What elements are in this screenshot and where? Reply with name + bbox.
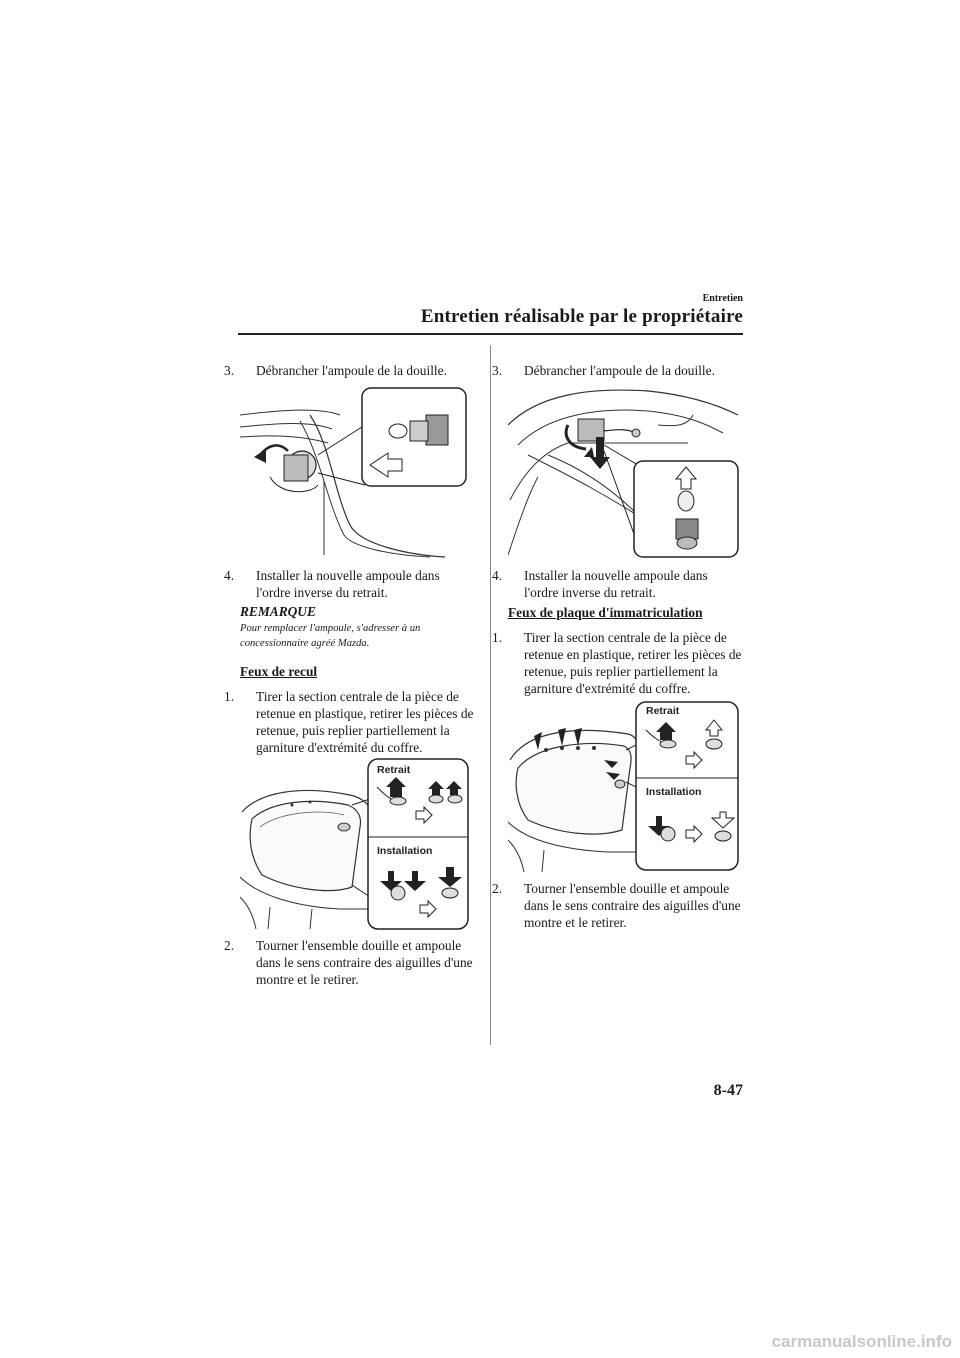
right-step-3: 3.Débrancher l'ampoule de la douille. <box>492 363 715 378</box>
column-divider <box>490 345 491 1045</box>
right-step-4: 4.Installer la nouvelle ampoule dans l'o… <box>492 568 708 600</box>
figure-label-retrait: Retrait <box>377 764 411 776</box>
figure-label-retrait: Retrait <box>646 705 680 717</box>
right-bulb-figure <box>508 385 740 560</box>
right-plaque-step-2: 2.Tourner l'ensemble douille et ampoule … <box>492 881 741 930</box>
left-step-4: 4.Installer la nouvelle ampoule dans l'o… <box>224 568 440 600</box>
heading-feux-de-recul: Feux de recul <box>240 664 318 679</box>
remarque-heading: REMARQUE <box>240 604 316 619</box>
left-bulb-figure <box>240 385 468 560</box>
figure-label-installation: Installation <box>646 786 701 798</box>
heading-plaque-immatriculation: Feux de plaque d'immatriculation <box>508 605 703 620</box>
left-trunk-figure: Retrait Installation <box>240 757 470 932</box>
left-recul-step-2: 2.Tourner l'ensemble douille et ampoule … <box>224 938 473 987</box>
remarque-text: Pour remplacer l'ampoule, s'adresser à u… <box>240 623 421 649</box>
page-title: Entretien réalisable par le propriétaire <box>420 306 743 327</box>
left-recul-step-1: 1.Tirer la section centrale de la pièce … <box>224 689 474 755</box>
figure-label-installation: Installation <box>377 845 432 857</box>
title-rule <box>238 333 743 335</box>
left-step-3: 3.Débrancher l'ampoule de la douille. <box>224 363 447 378</box>
section-label: Entretien <box>702 293 743 304</box>
right-trunk-figure: Retrait Installation <box>508 700 740 872</box>
watermark: carmanualsonline.info <box>771 1332 952 1351</box>
page-number: 8-47 <box>713 1082 743 1099</box>
right-plaque-step-1: 1.Tirer la section centrale de la pièce … <box>492 630 742 696</box>
